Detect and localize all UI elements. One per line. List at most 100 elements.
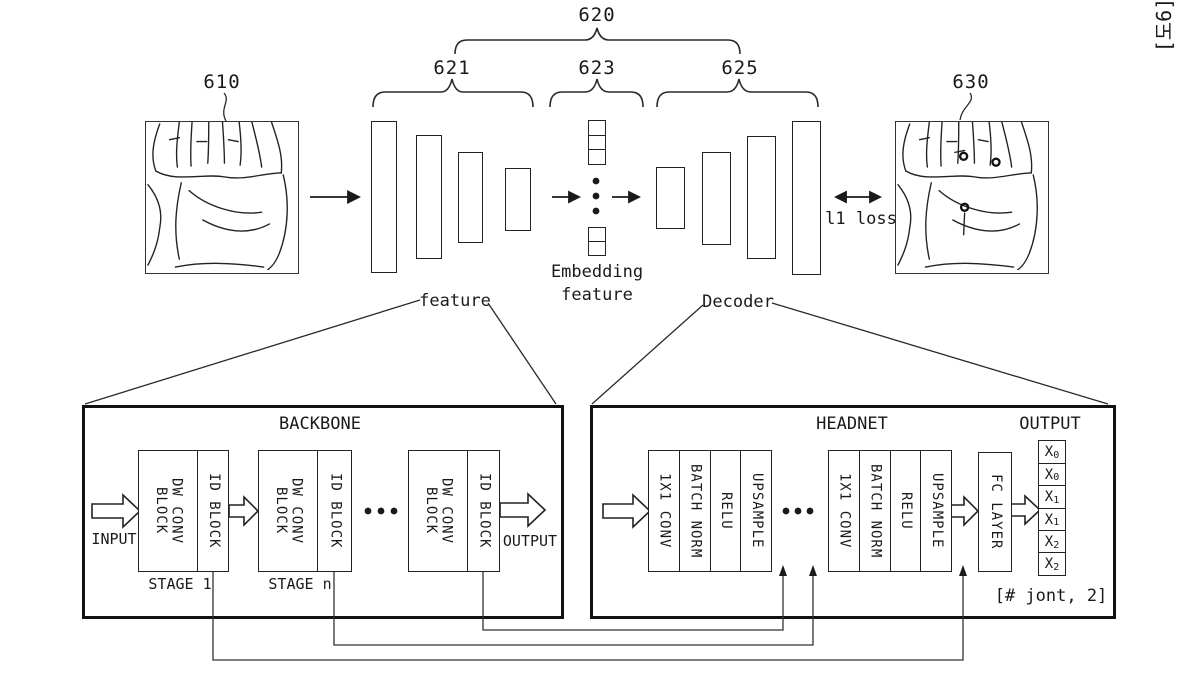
backbone-stage-1-block: DW CONV BLOCK ID BLOCK — [138, 450, 229, 572]
leader-610 — [223, 92, 227, 122]
headnet-title: HEADNET — [816, 414, 888, 434]
arrow-embedding-to-decoder — [612, 190, 642, 204]
embedding-cell — [588, 149, 606, 165]
relu-cell: RELU — [709, 451, 741, 571]
embedding-bottom-stack — [588, 227, 606, 256]
skip-route-stage-last — [482, 570, 784, 631]
arrow-image-to-encoder — [310, 190, 362, 204]
relu-label: RELU — [898, 492, 915, 530]
input-block-arrow — [91, 493, 142, 529]
conv1x1-label: 1X1 CONV — [836, 473, 853, 549]
feature-callout-left — [84, 299, 421, 405]
upsample-label: UPSAMPLE — [928, 473, 945, 549]
upsample-cell: UPSAMPLE — [920, 451, 951, 571]
feature-callout-right — [487, 302, 557, 405]
arrow-l1-loss-double — [833, 190, 883, 204]
label-630: 630 — [952, 71, 990, 93]
label-610: 610 — [203, 71, 241, 93]
label-625: 625 — [721, 57, 759, 79]
encoder-bar-1 — [371, 121, 397, 273]
output-hand-image — [895, 121, 1049, 274]
decoder-bar-1 — [656, 167, 685, 229]
embedding-cell — [588, 240, 606, 256]
backbone-title: BACKBONE — [279, 414, 361, 434]
stage-block-arrow — [228, 495, 260, 527]
id-block-cell: ID BLOCK — [467, 451, 499, 571]
decoder-bar-2 — [702, 152, 731, 245]
backbone-stage-n-block: DW CONV BLOCK ID BLOCK — [258, 450, 352, 572]
batch-norm-label: BATCH NORM — [867, 463, 884, 559]
output-shape-label: [# jont, 2] — [994, 586, 1108, 606]
encoder-bar-4 — [505, 168, 531, 231]
embedding-feature-label-line1: Embedding — [550, 262, 644, 282]
brace-621 — [372, 78, 534, 108]
fc-to-output-arrow — [1009, 494, 1042, 526]
id-block-cell: ID BLOCK — [197, 451, 228, 571]
encoder-bar-2 — [416, 135, 442, 259]
conv1x1-label: 1X1 CONV — [656, 473, 673, 549]
leader-630 — [959, 92, 973, 121]
id-block-label: ID BLOCK — [476, 473, 493, 549]
relu-label: RELU — [718, 492, 735, 530]
headnet-ellipsis-dots — [782, 507, 814, 515]
conv1x1-cell: 1X1 CONV — [829, 451, 859, 571]
arrow-encoder-to-embedding — [552, 190, 582, 204]
decoder-bar-4 — [792, 121, 821, 275]
decoder-bar-3 — [747, 136, 776, 259]
hand-sketch-with-keypoints — [897, 121, 1038, 271]
skip-arrowhead-3 — [959, 565, 967, 576]
hand-sketch — [147, 121, 288, 271]
headnet-box — [590, 405, 1116, 619]
dw-conv-block-label: DW CONV BLOCK — [273, 477, 305, 544]
decoder-callout-right — [771, 302, 1109, 405]
dw-conv-block-cell: DW CONV BLOCK — [139, 451, 197, 571]
backbone-stage-last-block: DW CONV BLOCK ID BLOCK — [408, 450, 500, 572]
upsample-label: UPSAMPLE — [748, 473, 765, 549]
headnet-input-block-arrow — [602, 493, 652, 529]
id-block-label: ID BLOCK — [205, 473, 222, 549]
headnet-block-1: 1X1 CONV BATCH NORM RELU UPSAMPLE — [648, 450, 772, 572]
batch-norm-label: BATCH NORM — [687, 463, 704, 559]
input-hand-image — [145, 121, 299, 274]
headnet-output-title: OUTPUT — [1019, 414, 1081, 434]
relu-cell: RELU — [889, 451, 921, 571]
keypoint-markers — [958, 151, 1001, 212]
input-label: INPUT — [91, 530, 137, 548]
brace-625 — [656, 78, 819, 108]
l1-loss-label: l1 loss — [825, 209, 897, 229]
feature-label: feature — [419, 291, 491, 311]
embedding-dots — [592, 177, 600, 215]
decoder-callout-left — [591, 304, 704, 405]
dw-conv-block-label: DW CONV BLOCK — [423, 477, 455, 544]
encoder-bar-3 — [458, 152, 483, 243]
brace-623 — [549, 78, 644, 108]
conv1x1-cell: 1X1 CONV — [649, 451, 679, 571]
id-block-label: ID BLOCK — [327, 473, 344, 549]
output-block-arrow — [499, 492, 547, 528]
label-623: 623 — [578, 57, 616, 79]
backbone-box — [82, 405, 564, 619]
id-block-cell: ID BLOCK — [317, 451, 351, 571]
dw-conv-block-label: DW CONV BLOCK — [153, 477, 185, 544]
fc-layer-cell: FC LAYER — [979, 453, 1011, 571]
block2-to-fc-arrow — [949, 495, 980, 527]
dw-conv-block-cell: DW CONV BLOCK — [259, 451, 317, 571]
label-621: 621 — [433, 57, 471, 79]
stage-1-caption: STAGE 1 — [148, 575, 212, 593]
batch-norm-cell: BATCH NORM — [858, 451, 890, 571]
embedding-top-stack — [588, 120, 606, 165]
dw-conv-block-cell: DW CONV BLOCK — [409, 451, 467, 571]
backbone-output-label: OUTPUT — [502, 532, 558, 550]
skip-arrowhead-2 — [809, 565, 817, 576]
fc-layer-block: FC LAYER — [978, 452, 1012, 572]
headnet-block-2: 1X1 CONV BATCH NORM RELU UPSAMPLE — [828, 450, 952, 572]
